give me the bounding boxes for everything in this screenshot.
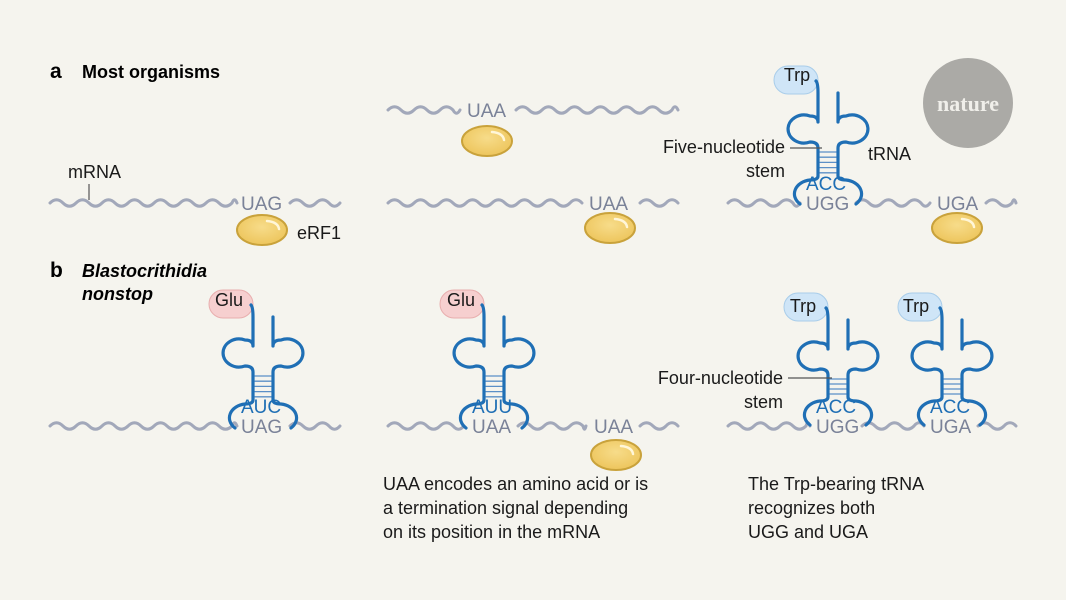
- mrna-strand: [638, 421, 680, 431]
- mrna-strand: [854, 198, 932, 208]
- mrna-strand: [726, 198, 802, 208]
- codon-a2-top: UAA: [467, 101, 506, 122]
- erf1-highlight: [613, 217, 629, 229]
- trna-right-arm: [846, 318, 880, 427]
- caption-b3-line1: The Trp-bearing tRNA: [748, 474, 924, 494]
- mrna-strand: [514, 105, 680, 115]
- trna-label: tRNA: [868, 144, 911, 164]
- erf1-a1: [236, 214, 288, 246]
- erf1-highlight: [265, 219, 281, 231]
- mrna-strand: [638, 198, 680, 208]
- trna-left-arm: [221, 303, 255, 430]
- panel-a-letter: a: [50, 60, 62, 83]
- trna-b3-second: [897, 292, 994, 427]
- trna-right-arm: [271, 315, 305, 430]
- four-stem-label-line2: stem: [744, 392, 783, 412]
- codon-a3-second: UGA: [937, 194, 979, 215]
- mrna-strand: [386, 421, 466, 431]
- erf1-a3: [931, 212, 983, 244]
- logo-text: nature: [937, 91, 999, 116]
- caption-b3-line3: UGG and UGA: [748, 522, 868, 542]
- amino-acid-b1: Glu: [215, 290, 243, 310]
- amino-acid-b3-first: Trp: [790, 296, 816, 316]
- mrna-strand: [726, 421, 812, 431]
- caption-b3: The Trp-bearing tRNA recognizes both UGG…: [748, 474, 924, 542]
- erf1-highlight: [960, 217, 976, 229]
- caption-b3-line2: recognizes both: [748, 498, 875, 518]
- nature-logo: nature: [923, 58, 1013, 148]
- codon-b1: UAG: [241, 417, 282, 438]
- glu-badge: [439, 289, 485, 319]
- mrna-strand: [288, 198, 342, 208]
- anticodon-a3: ACC: [806, 174, 846, 195]
- five-stem-label-line1: Five-nucleotide: [663, 137, 785, 157]
- trna-left-arm: [452, 303, 486, 430]
- trna-right-arm: [836, 91, 870, 206]
- erf1-label: eRF1: [297, 223, 341, 243]
- panel-b-title-line1: Blastocrithidia: [82, 261, 207, 281]
- mrna-strand: [386, 105, 462, 115]
- codon-b2-second: UAA: [594, 417, 633, 438]
- mrna-b2: [386, 421, 680, 431]
- panel-a-title: Most organisms: [82, 62, 220, 82]
- mrna-strand: [386, 198, 584, 208]
- trp-badge: [783, 292, 829, 322]
- mrna-strand: [976, 421, 1018, 431]
- erf1-a2-bottom: [584, 212, 636, 244]
- erf1-b2: [590, 439, 642, 471]
- trna-b2: [439, 289, 536, 430]
- trna-right-arm: [960, 318, 994, 427]
- mrna-a2-top: [386, 105, 680, 115]
- amino-acid-b2: Glu: [447, 290, 475, 310]
- five-stem-label-line2: stem: [746, 161, 785, 181]
- mrna-strand: [48, 198, 239, 208]
- glu-badge: [208, 289, 254, 319]
- codon-b3-second: UGA: [930, 417, 972, 438]
- codon-a2-bottom: UAA: [589, 194, 628, 215]
- trna-left-arm: [796, 306, 830, 427]
- amino-acid-b3-second: Trp: [903, 296, 929, 316]
- codon-a1: UAG: [241, 194, 282, 215]
- mrna-strand: [48, 421, 239, 431]
- trp-badge: [773, 65, 819, 95]
- codon-b2-first: UAA: [472, 417, 511, 438]
- amino-acid-a3: Trp: [784, 65, 810, 85]
- mrna-b3: [726, 421, 1018, 431]
- mrna-b1: [48, 421, 342, 431]
- trna-left-arm: [910, 306, 944, 427]
- mrna-a3: [726, 198, 1018, 208]
- anticodon-b2: AUU: [472, 397, 512, 418]
- erf1-highlight: [619, 444, 635, 456]
- mrna-a1: [48, 198, 342, 208]
- trp-badge: [897, 292, 943, 322]
- panel-b-title-line2: nonstop: [82, 284, 153, 304]
- caption-b2: UAA encodes an amino acid or is a termin…: [383, 474, 648, 542]
- anticodon-b3-second: ACC: [930, 397, 970, 418]
- trna-a3: [773, 65, 870, 206]
- mrna-strand: [984, 198, 1018, 208]
- trna-b1: [208, 289, 305, 430]
- mrna-label: mRNA: [68, 162, 121, 182]
- trna-left-arm: [786, 79, 820, 206]
- erf1-highlight: [490, 130, 506, 142]
- mrna-strand: [516, 421, 588, 431]
- mrna-strand: [288, 421, 342, 431]
- codon-a3-first: UGG: [806, 194, 849, 215]
- logo-circle: [923, 58, 1013, 148]
- codon-b3-first: UGG: [816, 417, 859, 438]
- anticodon-b1: AUC: [241, 397, 281, 418]
- four-stem-label-line1: Four-nucleotide: [658, 368, 783, 388]
- panel-b-letter: b: [50, 259, 63, 282]
- trna-right-arm: [502, 315, 536, 430]
- caption-b2-line1: UAA encodes an amino acid or is: [383, 474, 648, 494]
- caption-b2-line3: on its position in the mRNA: [383, 522, 600, 542]
- anticodon-b3-first: ACC: [816, 397, 856, 418]
- mrna-strand: [860, 421, 926, 431]
- mrna-a2-bottom: [386, 198, 680, 208]
- trna-b3-first: [783, 292, 880, 427]
- erf1-a2-top: [461, 125, 513, 157]
- caption-b2-line2: a termination signal depending: [383, 498, 628, 518]
